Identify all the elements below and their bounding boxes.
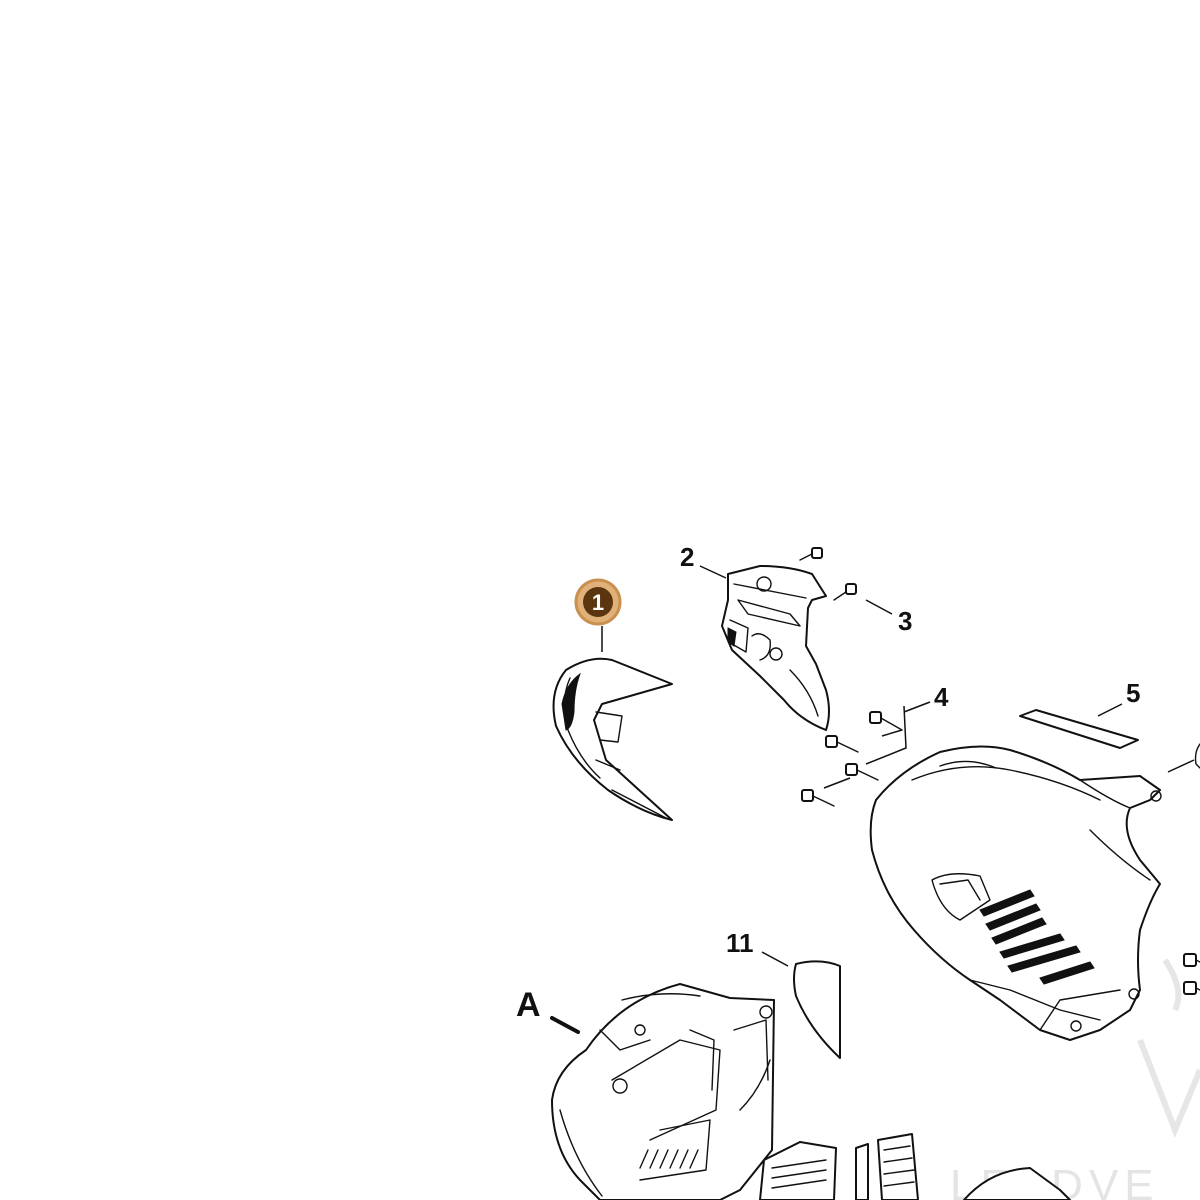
vent-slots bbox=[979, 889, 1095, 985]
screw-icon bbox=[833, 583, 857, 601]
part-4-screws[interactable] bbox=[801, 711, 903, 807]
callout-4-label[interactable]: 4 bbox=[934, 682, 949, 712]
screw-icon bbox=[799, 547, 823, 561]
leader-11 bbox=[761, 951, 789, 967]
screw-icon bbox=[845, 763, 879, 781]
callout-11-label[interactable]: 11 bbox=[726, 928, 754, 958]
leader-4 bbox=[865, 705, 907, 765]
housing-screws[interactable] bbox=[1183, 953, 1200, 995]
leader-3 bbox=[865, 599, 893, 615]
callout-1-highlight[interactable]: 1 bbox=[574, 578, 622, 626]
screw-icon bbox=[869, 711, 903, 731]
callout-5-label[interactable]: 5 bbox=[1126, 678, 1140, 708]
part-11-flap[interactable] bbox=[793, 960, 841, 1059]
part-3-screws[interactable] bbox=[799, 547, 857, 601]
grille-slots bbox=[639, 1149, 699, 1169]
callout-1-label: 1 bbox=[592, 590, 604, 615]
leader-5 bbox=[1097, 703, 1123, 717]
screw-icon bbox=[1183, 953, 1200, 967]
electronics-module[interactable] bbox=[759, 1133, 1071, 1200]
callout-2-label[interactable]: 2 bbox=[680, 542, 694, 572]
screw-icon bbox=[1183, 981, 1200, 995]
leader-4-top bbox=[903, 701, 931, 713]
leader-4-low bbox=[823, 777, 851, 789]
reference-letter-a[interactable]: A bbox=[516, 986, 541, 1024]
callout-6-partial bbox=[1194, 743, 1200, 769]
part-1-cover[interactable] bbox=[552, 657, 673, 821]
leader-4-mid bbox=[881, 729, 903, 737]
callout-3-label[interactable]: 3 bbox=[898, 606, 912, 636]
leader-lines bbox=[550, 565, 1195, 1034]
part-6-housing[interactable] bbox=[869, 745, 1162, 1041]
callout-dot bbox=[583, 587, 613, 617]
screw-icon bbox=[801, 789, 835, 807]
part-2-bracket[interactable] bbox=[721, 565, 830, 731]
watermark-logo-shape bbox=[1137, 1038, 1200, 1139]
leader-a bbox=[550, 1016, 580, 1034]
watermark-flame-shape bbox=[1162, 958, 1182, 1012]
leader-6 bbox=[1167, 759, 1195, 773]
assembly-a-housing[interactable] bbox=[551, 983, 775, 1200]
screw-icon bbox=[825, 735, 859, 753]
part-5-label[interactable] bbox=[1019, 709, 1139, 749]
leader-2 bbox=[699, 565, 727, 579]
